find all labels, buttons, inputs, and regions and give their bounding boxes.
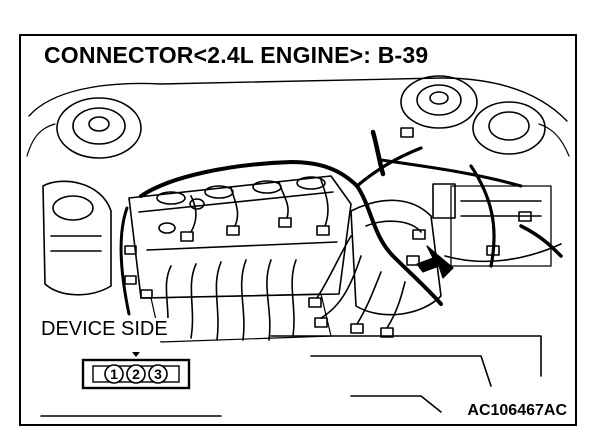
diagram-frame: CONNECTOR<2.4L ENGINE>: B-39 DEVICE SIDE… bbox=[19, 34, 577, 426]
engine-bay-illustration bbox=[26, 75, 570, 417]
connector-pin-2: 2 bbox=[132, 366, 140, 382]
device-side-label: DEVICE SIDE bbox=[38, 318, 171, 341]
figure-id: AC106467AC bbox=[465, 402, 569, 420]
diagram-title: CONNECTOR<2.4L ENGINE>: B-39 bbox=[41, 42, 432, 69]
connector-icon: 1 2 3 bbox=[81, 352, 191, 390]
connector-pin-3: 3 bbox=[154, 366, 162, 382]
connector-pin-1: 1 bbox=[110, 366, 118, 382]
pointer-arrow-icon bbox=[416, 245, 454, 279]
